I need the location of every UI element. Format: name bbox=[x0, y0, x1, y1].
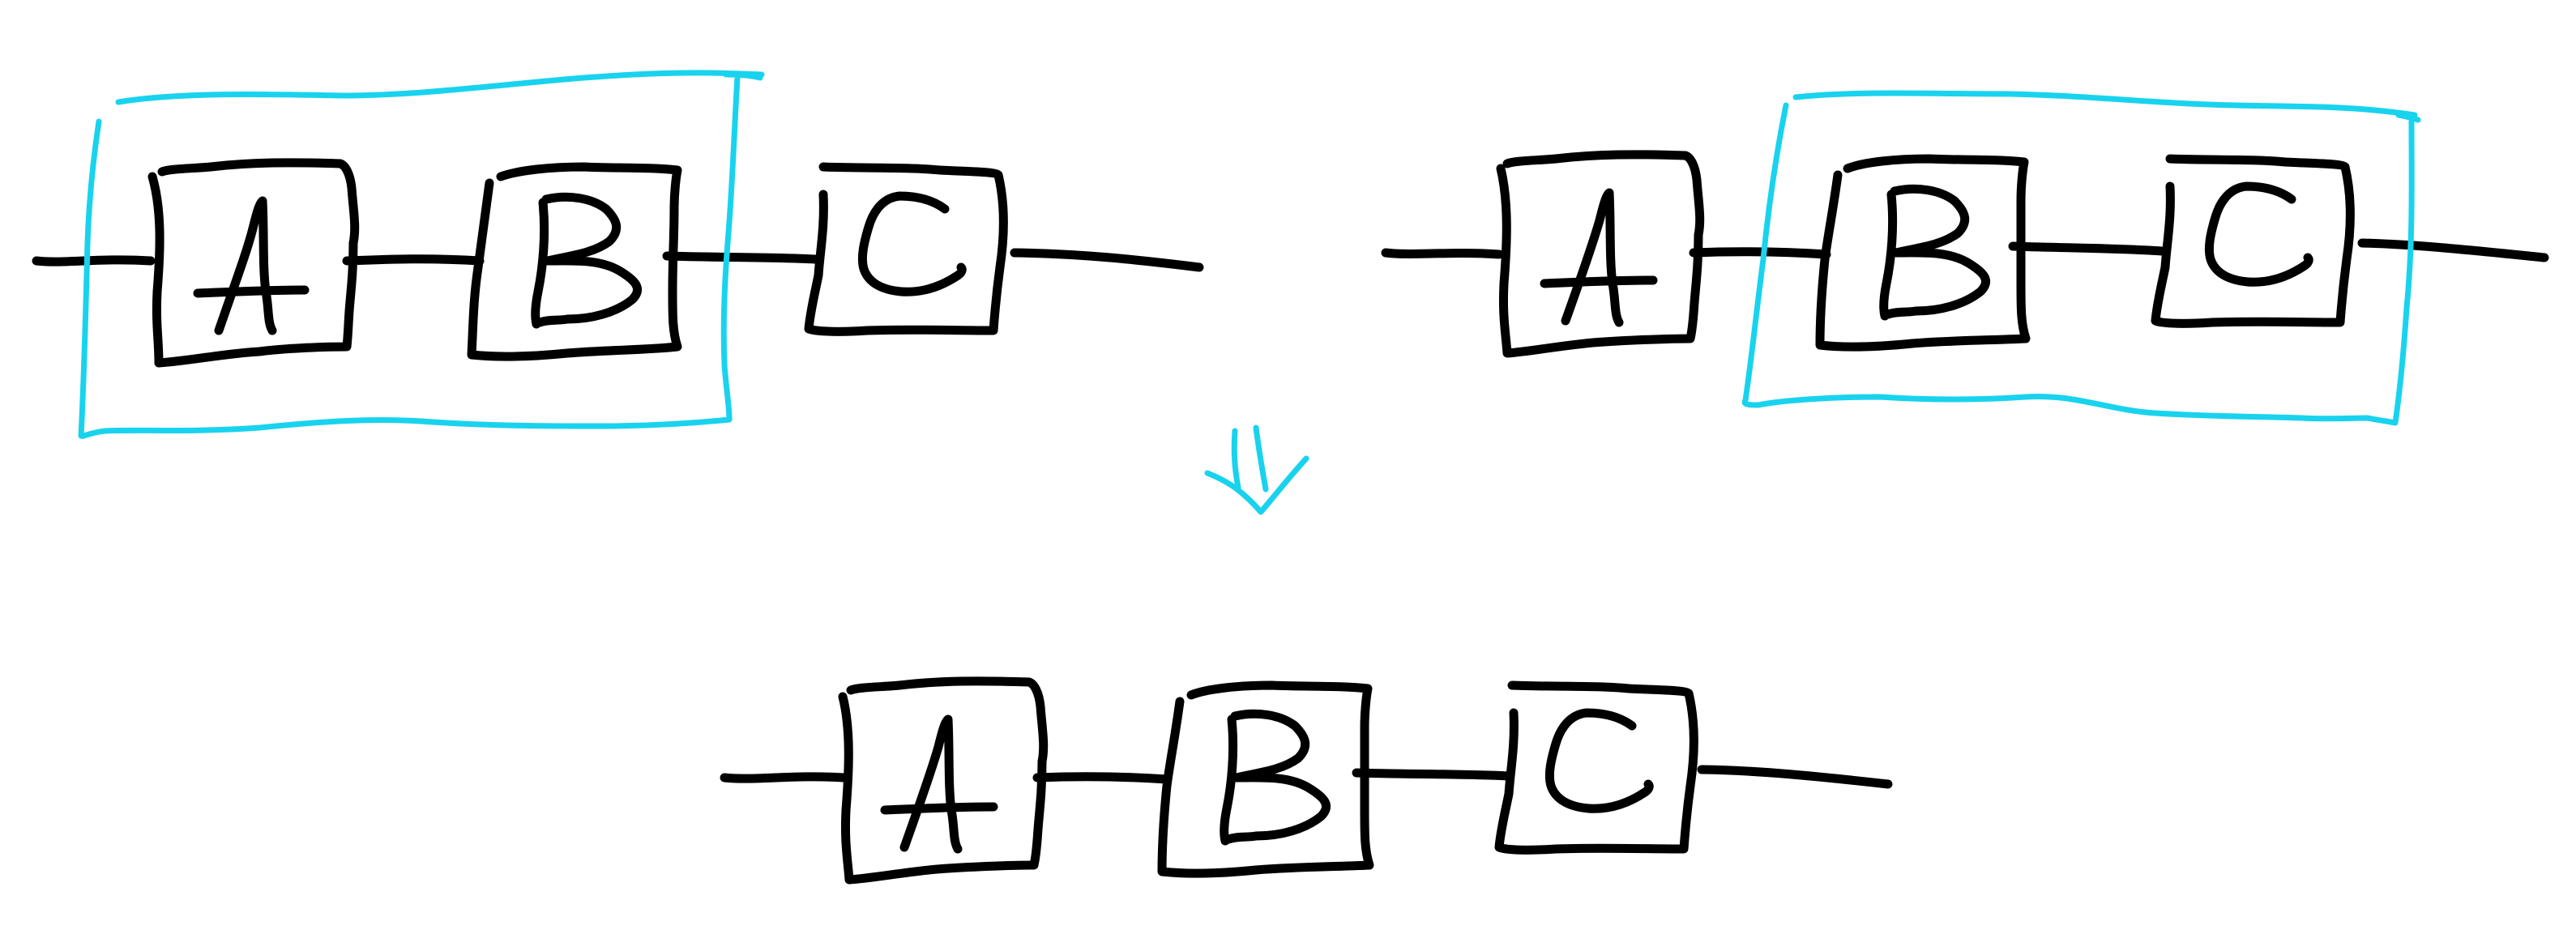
box-b: B bbox=[467, 162, 682, 361]
wire-output bbox=[1697, 765, 1893, 789]
wire-a-b bbox=[1032, 772, 1172, 784]
box-a-label: A bbox=[940, 784, 941, 787]
letter-a-glyph bbox=[193, 196, 310, 335]
letter-c-glyph bbox=[857, 191, 967, 296]
box-a-label: A bbox=[251, 266, 252, 268]
wire-output bbox=[1010, 248, 1204, 272]
box-b-outline bbox=[467, 162, 682, 361]
box-c-outline bbox=[2151, 154, 2355, 328]
arrow-shaft-right bbox=[1253, 424, 1269, 493]
box-a-outline bbox=[1496, 150, 1705, 358]
box-a-label: A bbox=[1596, 258, 1597, 260]
box-a: A bbox=[147, 158, 360, 368]
wire-b-c bbox=[662, 251, 820, 264]
box-b-outline bbox=[1157, 680, 1374, 878]
wire-input bbox=[720, 772, 849, 783]
wire-b-c bbox=[1352, 768, 1514, 781]
wire-output bbox=[2357, 238, 2549, 262]
box-a: A bbox=[838, 676, 1049, 885]
wire-a-b bbox=[1689, 247, 1831, 259]
group-bracket-bc bbox=[1741, 90, 2421, 426]
box-b-label: B bbox=[575, 267, 576, 268]
letter-c-glyph bbox=[1544, 708, 1654, 813]
letter-a-glyph bbox=[1540, 188, 1658, 327]
box-b-label: B bbox=[1920, 258, 1921, 260]
wire-b-c bbox=[2008, 241, 2167, 256]
row-bottom: A B C bbox=[720, 676, 1893, 885]
wire-input bbox=[32, 255, 156, 267]
group-bracket-ab bbox=[78, 70, 765, 439]
row-top-left: A B C bbox=[32, 70, 1204, 439]
box-a-outline bbox=[147, 158, 360, 368]
box-b: B bbox=[1157, 680, 1374, 878]
box-c-outline bbox=[1494, 680, 1698, 855]
box-a: A bbox=[1496, 150, 1705, 358]
box-c-label: C bbox=[1596, 785, 1597, 787]
letter-a-glyph bbox=[880, 714, 998, 854]
letter-b-glyph bbox=[1879, 184, 1990, 321]
box-b-outline bbox=[1815, 154, 2031, 352]
arrow-shaft-left bbox=[1231, 428, 1241, 491]
box-c: C bbox=[804, 162, 1008, 336]
arrow-head bbox=[1204, 455, 1309, 515]
box-c-outline bbox=[804, 162, 1008, 336]
wire-input bbox=[1381, 248, 1504, 259]
letter-c-glyph bbox=[2204, 181, 2313, 287]
letter-b-glyph bbox=[531, 192, 642, 329]
box-b: B bbox=[1815, 154, 2031, 352]
double-arrow-down-icon bbox=[1204, 424, 1309, 515]
box-c: C bbox=[1494, 680, 1698, 855]
box-b-label: B bbox=[1264, 785, 1265, 787]
box-a-outline bbox=[838, 676, 1049, 885]
box-c: C bbox=[2151, 154, 2355, 328]
row-top-right: A B C bbox=[1381, 90, 2549, 426]
wire-a-b bbox=[342, 254, 485, 266]
letter-b-glyph bbox=[1220, 709, 1331, 846]
